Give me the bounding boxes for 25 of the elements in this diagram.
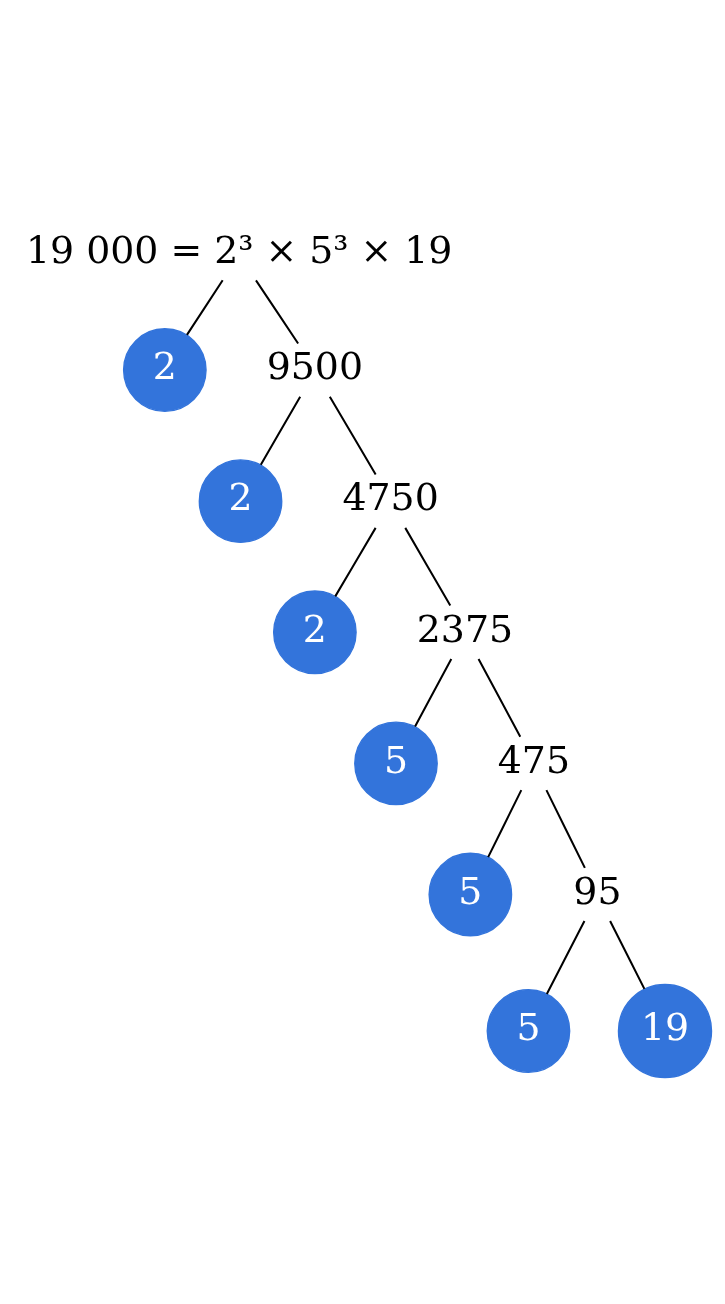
node-text: 19 000 = 2³ × 5³ × 19 (25, 227, 453, 272)
node-text: 475 (497, 737, 570, 782)
node-circle: 5 (486, 988, 571, 1073)
connector (609, 920, 646, 989)
node-text: 9500 (266, 343, 364, 388)
connector (414, 658, 453, 727)
connector (328, 395, 377, 475)
connector (334, 526, 377, 597)
connector (404, 526, 452, 606)
node-text: 95 (573, 868, 622, 913)
connector (545, 920, 586, 994)
node-text: 2375 (416, 606, 514, 651)
node-text: 4750 (342, 474, 439, 519)
node-circle: 2 (272, 589, 357, 674)
connector (255, 279, 299, 344)
connector (259, 395, 302, 465)
connector (545, 789, 586, 868)
node-circle: 5 (354, 721, 438, 805)
node-circle: 5 (428, 852, 513, 936)
node-circle: 2 (198, 458, 283, 543)
connector (186, 279, 224, 335)
node-circle: 19 (617, 983, 713, 1078)
node-circle: 2 (122, 327, 207, 412)
connector (477, 658, 522, 737)
connector (487, 789, 523, 858)
